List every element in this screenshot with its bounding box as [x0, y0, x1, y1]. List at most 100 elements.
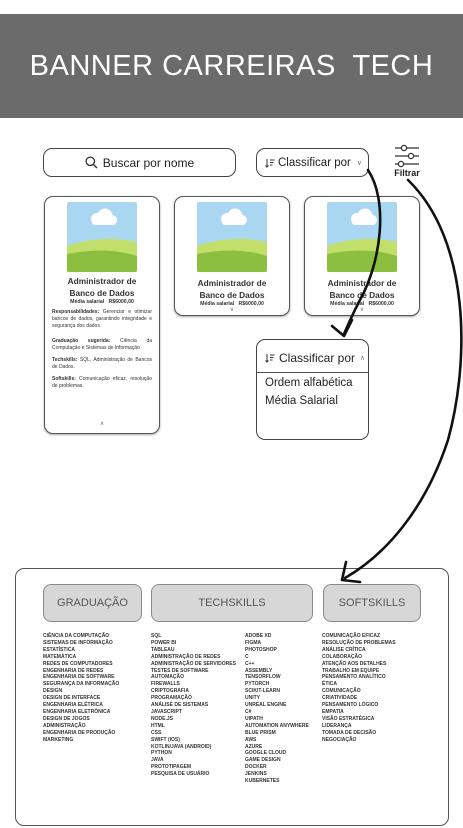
list-item[interactable]: C#	[245, 708, 252, 715]
list-item[interactable]: DESIGN DE INTERFACE	[43, 695, 101, 702]
list-item[interactable]: UIPATH	[245, 715, 263, 722]
list-item[interactable]: KOTLIN/JAVA (ANDROID)	[151, 743, 212, 750]
career-card[interactable]: Administrador de Banco de Dados Média sa…	[304, 196, 420, 316]
list-item[interactable]: ENGENHARIA ELÉTRICA	[43, 702, 103, 709]
list-item[interactable]: GAME DESIGN	[245, 757, 281, 764]
list-item[interactable]: ENGENHARIA DE PRODUÇÃO	[43, 729, 116, 736]
list-item[interactable]: NODE.JS	[151, 715, 173, 722]
career-title-line-2: Banco de Dados	[69, 288, 135, 298]
list-item[interactable]: ANÁLISE CRÍTICA	[322, 646, 366, 653]
career-title-line-2: Banco de Dados	[199, 290, 265, 300]
list-item[interactable]: ADOBE XD	[245, 633, 272, 639]
list-item[interactable]: ENGENHARIA ELETRÔNICA	[43, 708, 111, 715]
list-item[interactable]: ENGENHARIA DE REDES	[43, 667, 104, 674]
chevron-down-icon[interactable]: ∨	[229, 307, 235, 313]
list-item[interactable]: SISTEMAS DE INFORMAÇÃO	[43, 639, 113, 646]
list-item[interactable]: MARKETING	[43, 736, 74, 743]
list-item[interactable]: TESTES DE SOFTWARE	[151, 667, 209, 674]
list-item[interactable]: PHOTOSHOP	[245, 646, 277, 653]
list-item[interactable]: JENKINS	[245, 771, 267, 778]
chevron-down-icon[interactable]: ∨	[359, 307, 365, 313]
list-item[interactable]: ANÁLISE DE SISTEMAS	[151, 702, 209, 709]
list-item[interactable]: UNITY	[245, 695, 260, 702]
list-item[interactable]: ENGENHARIA DE SOFTWARE	[43, 674, 115, 681]
list-item[interactable]: AUTOMATION ANYWHERE	[245, 722, 309, 729]
list-item[interactable]: AWS	[245, 736, 257, 743]
list-item[interactable]: CRIPTOGRAFIA	[151, 688, 189, 695]
list-item[interactable]: ATENÇÃO AOS DETALHES	[322, 660, 387, 667]
list-item[interactable]: SQL	[151, 633, 162, 639]
list-item[interactable]: UNREAL ENGINE	[245, 702, 287, 709]
list-item[interactable]: SWIFT (IOS)	[151, 736, 180, 743]
list-item[interactable]: PYTHON	[151, 750, 172, 757]
detail-text: Gerenciar e otimizar bancos de dados, ga…	[52, 309, 152, 329]
list-item[interactable]: AUTOMAÇÃO	[151, 674, 184, 681]
list-item[interactable]: DESIGN	[43, 688, 63, 695]
sort-dropdown-header[interactable]: Classificar por ∧	[265, 351, 365, 365]
list-item[interactable]: NEGOCIAÇÃO	[322, 736, 357, 743]
list-item[interactable]: MATEMÁTICA	[43, 653, 77, 660]
search-input[interactable]: Buscar por nome	[43, 148, 236, 177]
list-item[interactable]: C++	[245, 660, 255, 667]
list-item[interactable]: AZURE	[245, 743, 263, 750]
list-item[interactable]: ASSEMBLY	[245, 667, 273, 674]
tab-softskills[interactable]: SOFTSKILLS	[323, 584, 421, 622]
list-item[interactable]: HTML	[151, 722, 165, 729]
career-image	[327, 202, 397, 272]
list-item[interactable]: POWER BI	[151, 639, 177, 646]
list-item[interactable]: BLUE PRISM	[245, 729, 276, 736]
tab-techskills[interactable]: TECHSKILLS	[151, 584, 313, 622]
list-item[interactable]: DESIGN DE JOGOS	[43, 715, 90, 722]
list-item[interactable]: TABLEAU	[151, 646, 175, 653]
career-detail-techskills: Techskills: SQL, Administração de Bancos…	[52, 357, 152, 371]
list-item[interactable]: ADMINISTRAÇÃO DE SERVIDORES	[151, 660, 236, 667]
list-item[interactable]: PYTORCH	[245, 681, 270, 688]
list-item[interactable]: SEGURANÇA DA INFORMAÇÃO	[43, 681, 120, 688]
list-item[interactable]: TENSORFLOW	[245, 674, 281, 681]
list-item[interactable]: ESTATÍSTICA	[43, 646, 76, 653]
list-item[interactable]: JAVA	[151, 757, 164, 764]
list-item[interactable]: GOOGLE CLOUD	[245, 750, 287, 757]
list-item[interactable]: TOMADA DE DECISÃO	[322, 729, 377, 736]
sort-icon	[265, 158, 275, 168]
list-item[interactable]: COLABORAÇÃO	[322, 653, 362, 660]
career-card[interactable]: Administrador de Banco de Dados Média sa…	[44, 196, 160, 434]
sort-option-alphabetical[interactable]: Ordem alfabética	[265, 377, 353, 389]
banner-title: BANNER CARREIRAS TECH	[29, 49, 434, 82]
list-item[interactable]: FIGMA	[245, 639, 262, 646]
list-item[interactable]: ADMINISTRAÇÃO DE REDES	[151, 653, 221, 660]
list-item[interactable]: DOCKER	[245, 764, 267, 771]
list-item[interactable]: LIDERANÇA	[322, 722, 352, 729]
list-item[interactable]: ADMINISTRAÇÃO	[43, 722, 86, 729]
sort-dropdown[interactable]: Classificar por ∧ Ordem alfabética Média…	[256, 339, 369, 440]
career-card[interactable]: Administrador de Banco de Dados Média sa…	[174, 196, 290, 316]
list-item[interactable]: FIREWALLS	[151, 681, 180, 688]
list-item[interactable]: COMUNICAÇÃO	[322, 688, 361, 695]
list-item[interactable]: COMUNICAÇÃO EFICAZ	[322, 633, 381, 639]
list-item[interactable]: CIÊNCIA DA COMPUTAÇÃO	[43, 633, 110, 639]
salary-label: Média salarial	[70, 299, 105, 305]
list-item[interactable]: ÉTICA	[322, 681, 337, 688]
list-item[interactable]: SCIKIT-LEARN	[245, 688, 280, 695]
list-item[interactable]: PROTOTIPAGEM	[151, 764, 192, 771]
list-item[interactable]: PENSAMENTO ANALÍTICO	[322, 674, 386, 681]
chevron-up-icon[interactable]: ∧	[99, 421, 105, 427]
list-item[interactable]: PROGRAMAÇÃO	[151, 695, 192, 702]
tab-graduacao[interactable]: GRADUAÇÃO	[43, 584, 142, 622]
list-item[interactable]: RESOLUÇÃO DE PROBLEMAS	[322, 639, 396, 646]
list-item[interactable]: PENSAMENTO LÓGICO	[322, 702, 379, 709]
list-item[interactable]: EMPATIA	[322, 708, 344, 715]
filter-button[interactable]: Filtrar	[390, 144, 424, 178]
list-item[interactable]: TRABALHO EM EQUIPE	[322, 667, 380, 674]
list-item[interactable]: PESQUISA DE USUÁRIO	[151, 771, 210, 778]
sort-select[interactable]: Classificar por ∨	[256, 148, 369, 177]
list-item[interactable]: CRIATIVIDADE	[322, 695, 358, 702]
list-item[interactable]: REDES DE COMPUTADORES	[43, 660, 113, 667]
sort-option-salary[interactable]: Média Salarial	[265, 395, 338, 407]
list-item[interactable]: VISÃO ESTRATÉGICA	[322, 715, 375, 722]
list-item[interactable]: JAVASCRIPT	[151, 708, 182, 715]
list-item[interactable]: C	[245, 653, 249, 660]
salary-value: R$6000,00	[108, 299, 134, 305]
list-item[interactable]: CSS	[151, 729, 162, 736]
list-item[interactable]: KUBERNETES	[245, 778, 280, 785]
